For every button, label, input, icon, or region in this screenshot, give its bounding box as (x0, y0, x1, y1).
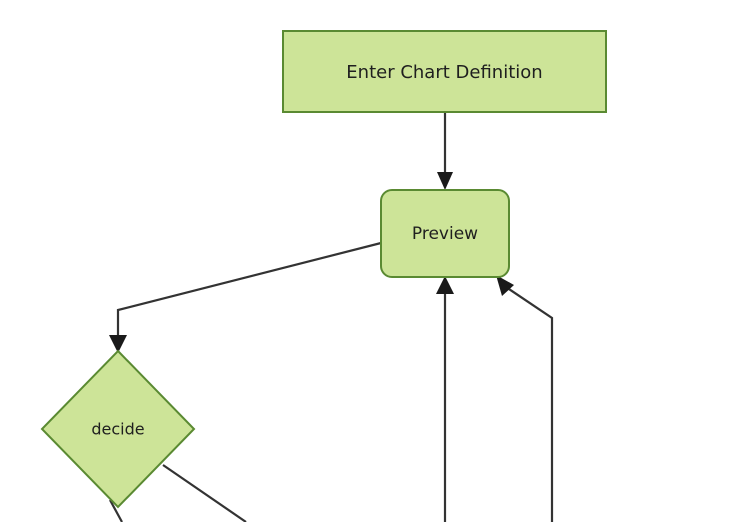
edge-decide-bottom-left (109, 499, 123, 522)
edge-bottom-right-to-preview (496, 275, 554, 522)
edge-decide-bottom-right (162, 464, 247, 522)
node-enter-chart-definition[interactable]: Enter Chart Definition (282, 30, 607, 113)
edge-enter-to-preview-arrowhead (437, 172, 453, 190)
edge-decide-bottom-right-line (162, 464, 247, 522)
edge-bottom-center-to-preview (436, 276, 454, 522)
edge-bottom-right-to-preview-arrowhead (496, 275, 514, 296)
node-preview[interactable]: Preview (380, 189, 510, 278)
node-enter-chart-definition-shape[interactable] (282, 30, 607, 113)
edge-bottom-right-to-preview-line (499, 282, 554, 522)
node-decide[interactable]: decide (40, 349, 196, 509)
edge-enter-to-preview (437, 112, 453, 190)
edge-preview-to-decide-line (116, 241, 382, 346)
node-decide-shape[interactable] (40, 349, 196, 509)
edge-decide-bottom-left-line (109, 499, 123, 522)
edge-preview-to-decide-arrowhead (109, 335, 127, 353)
edge-preview-to-decide (109, 241, 382, 353)
edge-bottom-center-to-preview-arrowhead (436, 276, 454, 294)
node-preview-shape[interactable] (380, 189, 510, 278)
